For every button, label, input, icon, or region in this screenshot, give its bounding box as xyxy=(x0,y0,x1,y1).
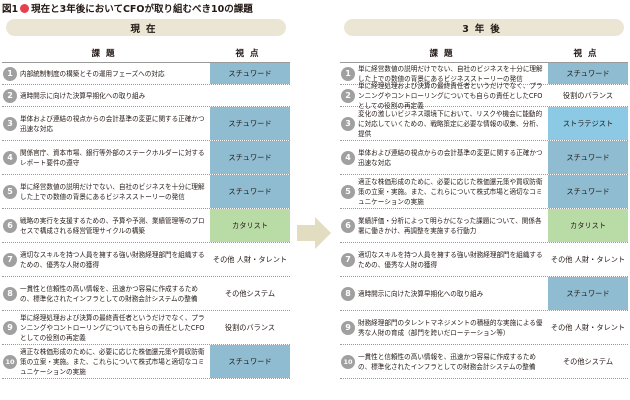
view-cell: スチュワード xyxy=(548,141,628,174)
row-number-badge: 10 xyxy=(341,354,355,369)
future-banner: 3年後 xyxy=(344,19,624,36)
row-number-badge: 8 xyxy=(3,286,17,301)
view-cell: スチュワード xyxy=(548,63,628,84)
task-text: 業績評価・分析によって明らかになった課題について、関係各署に働きかけ、再調整を実… xyxy=(358,216,542,235)
task-text: 適切なスキルを持つ人員を擁する強い財務経理部門を組織するための、優秀な人財の獲得 xyxy=(20,250,205,269)
view-column-header: 視点 xyxy=(235,49,265,59)
row-number-badge: 4 xyxy=(341,150,355,165)
row-number-badge: 9 xyxy=(3,320,17,335)
task-text: 適正な株価形成のために、必要に応じた株価還元策や買収防衛策の立案・実施。また、こ… xyxy=(358,177,543,206)
view-cell xyxy=(210,85,290,106)
figure-prefix: 図1 xyxy=(2,4,19,15)
view-cell: ストラテジスト xyxy=(548,107,628,140)
task-text: 単に経理処理および決算の最終責任者というだけでなく、プランニングやコントローリン… xyxy=(358,81,543,110)
task-text: 単に経理処理および決算の最終責任者というだけでなく、プランニングやコントローリン… xyxy=(20,313,205,342)
task-text: 一貫性と信頼性の高い情報を、迅速かつ容易に作成するための、標準化されたインフラと… xyxy=(358,352,537,371)
view-cell: スチュワード xyxy=(548,277,628,310)
view-cell: スチュワード xyxy=(210,175,290,208)
current-banner: 現在 xyxy=(6,19,286,36)
view-cell: その他 人財・タレント xyxy=(548,243,628,276)
view-cell: カタリスト xyxy=(210,209,290,242)
task-text: 適正な株価形成のために、必要に応じた株価還元策や買収防衛策の立案・実施。また、こ… xyxy=(20,347,205,376)
view-cell: 役割のバランス xyxy=(548,85,628,106)
task-text: 適時開示に向けた決算早期化への取り組み xyxy=(358,289,484,298)
row-number-badge: 9 xyxy=(341,320,355,335)
task-text: 単に経営数値の説明だけでない、自社のビジネスを十分に理解した上での数値の背景にあ… xyxy=(20,182,205,201)
row-number-badge: 2 xyxy=(341,88,355,103)
task-column-header: 課題 xyxy=(429,49,459,59)
view-cell: その他 人財・タレント xyxy=(548,311,628,344)
row-number-badge: 6 xyxy=(3,218,17,233)
task-column-header: 課題 xyxy=(91,49,121,59)
view-cell: 役割のバランス xyxy=(210,311,290,344)
task-text: 単体および連結の視点からの会計基準の変更に関する正確かつ迅速な対応 xyxy=(20,114,205,133)
row-number-badge: 3 xyxy=(3,116,17,131)
view-cell: カタリスト xyxy=(548,209,628,242)
view-cell: その他システム xyxy=(210,277,290,310)
bullet-dot-icon xyxy=(20,3,30,13)
task-text: 適時開示に向けた決算早期化への取り組み xyxy=(20,91,146,100)
task-text: 適切なスキルを持つ人員を擁する強い財務経理部門を組織するための、優秀な人財の獲得 xyxy=(358,250,543,269)
row-number-badge: 1 xyxy=(3,66,17,81)
row-number-badge: 1 xyxy=(341,66,355,81)
row-number-badge: 2 xyxy=(3,88,17,103)
task-text: 戦略の実行を支援するための、予算や予測、業績管理等のプロセスで構成される経営管理… xyxy=(20,216,205,235)
view-cell: スチュワード xyxy=(210,345,290,378)
view-cell: その他 人財・タレント xyxy=(210,243,290,276)
view-cell: スチュワード xyxy=(210,107,290,140)
view-column-header: 視点 xyxy=(573,49,603,59)
task-text: 財務経理部門のタレントマネジメントの積極的な実施による優秀な人財の育成（部門を跨… xyxy=(358,318,543,337)
current-column-header: 課題 視点 xyxy=(2,44,290,63)
row-number-badge: 4 xyxy=(3,150,17,165)
task-text: 単に経営数値の説明だけでない、自社のビジネスを十分に理解した上での数値の背景にあ… xyxy=(358,64,543,83)
task-text: 一貫性と信頼性の高い情報を、迅速かつ容易に作成するための、標準化されたインフラと… xyxy=(20,284,199,303)
task-text: 関係官庁、資本市場、銀行等外部のステークホルダーに対するレポート要件の遵守 xyxy=(20,148,205,167)
view-cell: スチュワード xyxy=(210,141,290,174)
view-cell: その他システム xyxy=(548,345,628,378)
row-number-badge: 5 xyxy=(341,184,355,199)
view-cell: スチュワード xyxy=(548,175,628,208)
task-text: 単体および連結の視点からの会計基準の変更に関する正確かつ迅速な対応 xyxy=(358,148,543,167)
task-text: 内部統制制度の構築とその運用フェーズへの対応 xyxy=(20,69,165,78)
row-number-badge: 10 xyxy=(3,354,17,369)
future-column-header: 課題 視点 xyxy=(340,44,628,63)
row-number-badge: 6 xyxy=(341,218,355,233)
row-number-badge: 8 xyxy=(341,286,355,301)
view-cell: スチュワード xyxy=(210,63,290,84)
task-text: 変化の激しいビジネス環境下において、リスクや機会に能動的に対応していくための、戦… xyxy=(358,109,543,138)
row-number-badge: 7 xyxy=(341,252,355,267)
row-number-badge: 3 xyxy=(341,116,355,131)
figure-title-text: 現在と3年後においてCFOが取り組むべき10の課題 xyxy=(31,4,253,15)
right-arrow-icon xyxy=(297,217,331,249)
row-number-badge: 5 xyxy=(3,184,17,199)
figure-title: 図1 現在と3年後においてCFOが取り組むべき10の課題 xyxy=(2,1,253,15)
row-number-badge: 7 xyxy=(3,252,17,267)
